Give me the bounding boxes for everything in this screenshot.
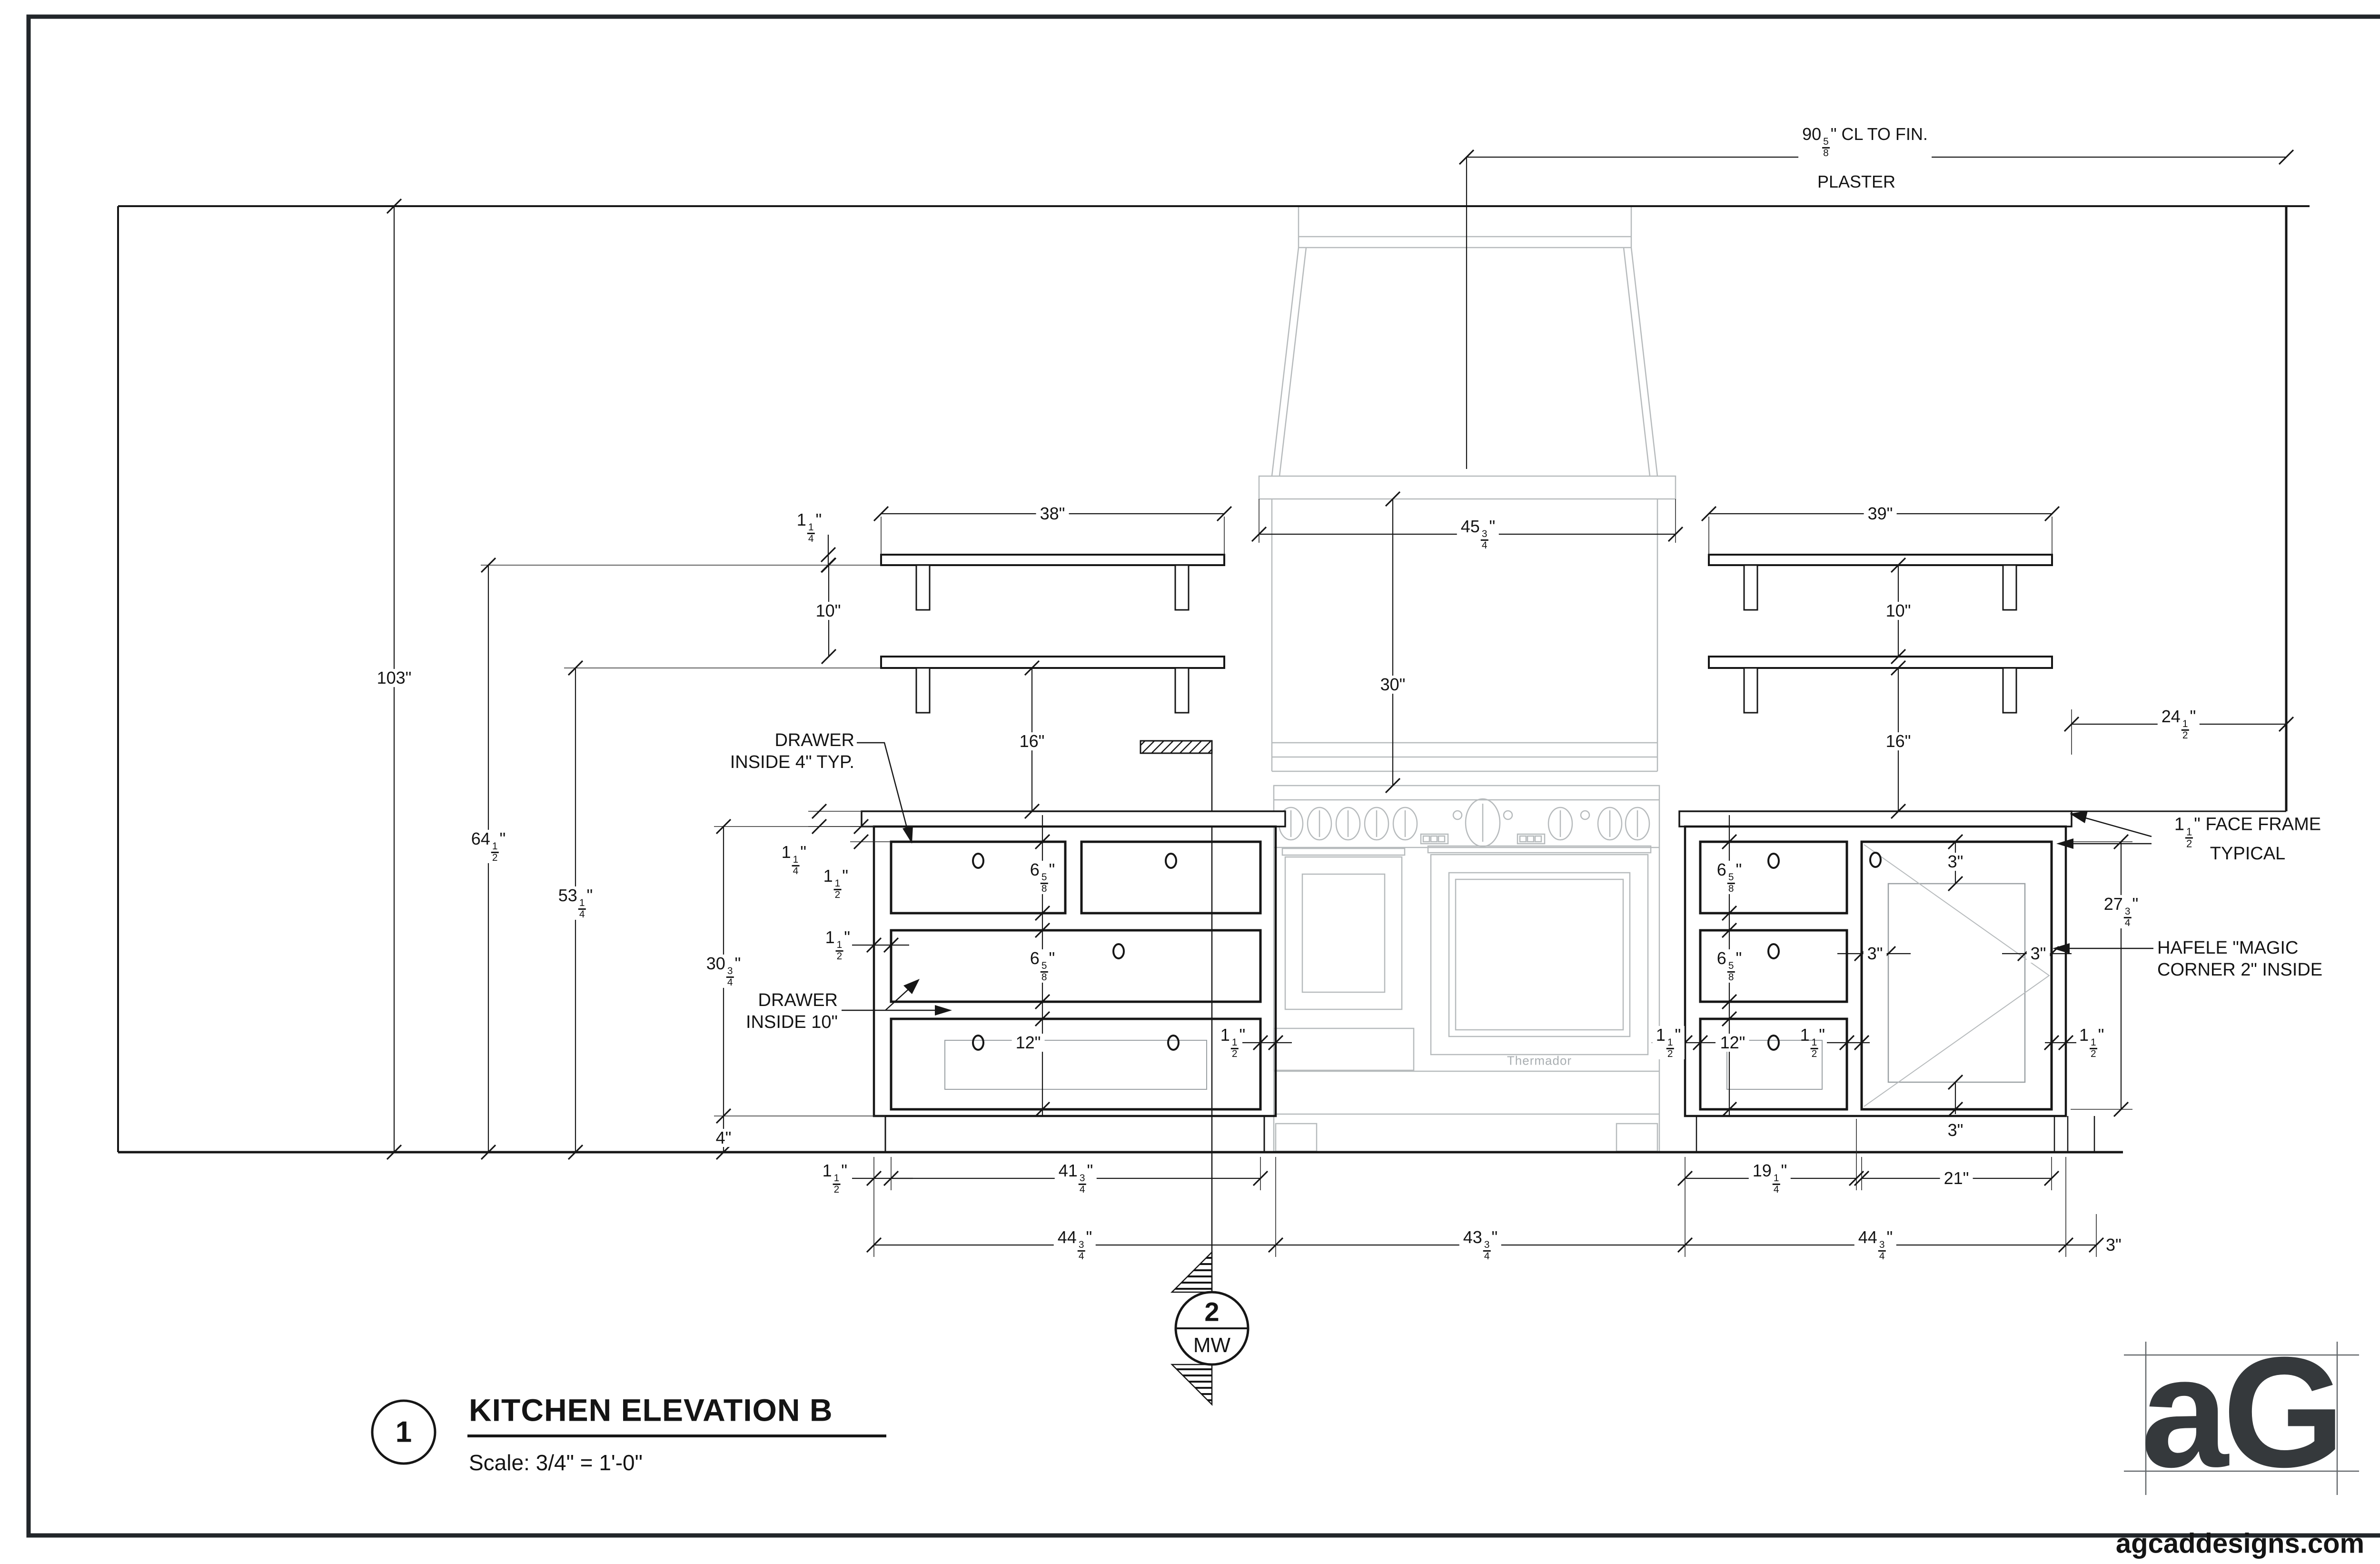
label-drawer-inside-4-line2: INSIDE 4" TYP. [730,752,854,773]
detail-callout [1170,1250,1250,1406]
dim-left-shelf-width: 38" [1036,505,1069,523]
range-hood [1258,206,1676,772]
label-face-frame-line2: TYPICAL [2210,844,2286,864]
dim-bottom-3-end: 3" [2106,1235,2122,1255]
callout-number: 2 [1204,1296,1220,1327]
dim-toe-kick: 4" [712,1129,735,1147]
title-number: 1 [395,1415,412,1449]
dim-shelf-gap-left: 10" [812,602,845,620]
sheet-border [26,14,2380,1538]
dim-door-margin-bottom: 3" [1947,1120,1964,1140]
dim-cl-to-plaster-line2: PLASTER [1817,172,1896,192]
label-drawer-inside-10-line2: INSIDE 10" [745,1012,838,1033]
drawing-scale: Scale: 3/4" = 1'-0" [469,1450,643,1475]
dim-shelf-to-counter-right: 16" [1882,732,1915,750]
door-swing-lines [1864,844,2050,1107]
leader-arrows [842,742,2153,1016]
dim-drawer3-right: 12" [1716,1034,1749,1052]
range [1273,785,1660,1153]
right-base-cabinet [1678,810,2286,1152]
logo-crop-marks [2124,1342,2359,1495]
dim-door-margin-right: 3" [2026,945,2050,963]
page-title: KITCHEN ELEVATION B [469,1392,833,1428]
dim-drawer3-left: 12" [1012,1034,1045,1052]
dim-door-margin-left: 3" [1863,945,1887,963]
label-drawer-inside-4-line1: DRAWER [774,730,854,751]
range-ovens [1273,845,1658,1152]
walls [117,205,2310,1154]
label-drawer-inside-10-line1: DRAWER [758,990,838,1011]
dim-door-margin-top: 3" [1944,853,1967,871]
label-hafele-line1: HAFELE "MAGIC [2157,938,2299,958]
floating-shelves [880,554,2053,714]
dim-wall-height: 103" [373,669,416,687]
corner-cabinet-door [1860,840,2053,1111]
dim-shelf-to-counter-left: 16" [1015,732,1049,750]
title-block-graphics [371,1399,886,1465]
range-knobs [1278,798,1650,847]
mw-shelf-section [1140,740,1213,1292]
callout-label: MW [1193,1333,1231,1357]
dim-bottom-21: 21" [1940,1169,1973,1187]
dim-hood-to-range: 30" [1376,676,1409,694]
dim-right-shelf-width: 39" [1864,505,1897,523]
range-brand-label: Thermador [1507,1053,1572,1068]
company-logo: aG [2141,1324,2345,1500]
left-base-cabinet [861,810,1286,1152]
company-website: agcaddesigns.com [2115,1528,2365,1559]
label-hafele-line2: CORNER 2" INSIDE [2157,960,2323,980]
dim-shelf-gap-right: 10" [1882,602,1915,620]
